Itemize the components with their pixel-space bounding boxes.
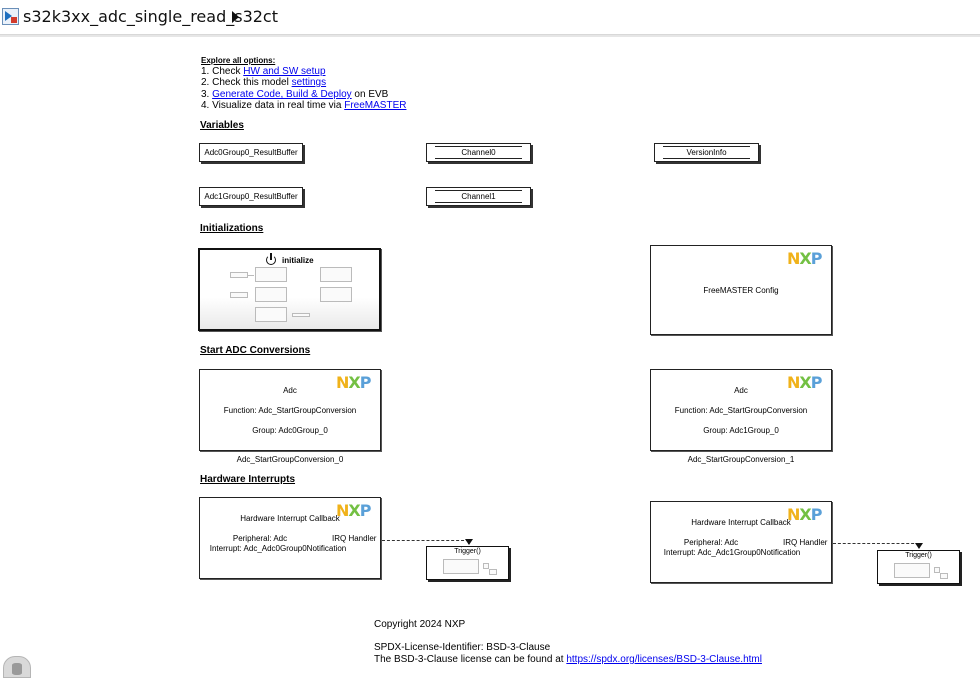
nxp-logo: NXP [787, 373, 822, 392]
trigger-label: Trigger() [454, 548, 481, 555]
power-icon-stem [270, 253, 272, 260]
copyright-text: Copyright 2024 NXP [374, 619, 466, 630]
adc-block-caption-1: Adc_StartGroupConversion_1 [687, 455, 795, 464]
triangle-right-icon[interactable] [232, 11, 239, 23]
irq-block-interrupt: Interrupt: Adc_Adc1Group0Notification [663, 548, 801, 557]
generate-code-link[interactable]: Generate Code, Build & Deploy [212, 89, 352, 100]
start-adc-heading: Start ADC Conversions [200, 345, 311, 356]
initialize-subsystem[interactable]: initialize [198, 248, 381, 331]
explore-line-1-text: 1. Check [201, 66, 244, 77]
adc-block-group: Group: Adc1Group_0 [703, 426, 779, 435]
hw-interrupt-callback-block-1[interactable]: NXP Hardware Interrupt Callback Peripher… [650, 501, 832, 583]
irq-block-peripheral: Peripheral: Adc [232, 534, 288, 543]
model-toolbar [0, 0, 980, 35]
explore-title: Explore all options: [201, 56, 276, 65]
channel0-block[interactable]: Channel0 [426, 143, 531, 162]
irq-handler-port[interactable]: IRQ Handler [783, 538, 828, 547]
explore-line-4: 4. Visualize data in real time via FreeM… [201, 100, 406, 112]
explore-line-2: 2. Check this model settings [201, 77, 326, 89]
explore-line-3-suffix: on EVB [351, 89, 389, 100]
simulink-model-icon [2, 8, 19, 25]
hw-sw-setup-link[interactable]: HW and SW setup [243, 66, 326, 77]
database-icon[interactable] [3, 656, 31, 678]
trigger-subsystem-0[interactable]: Trigger() [426, 546, 509, 580]
nxp-logo: NXP [336, 373, 371, 392]
freemaster-config-label: FreeMASTER Config [703, 286, 779, 295]
adc-block-title: Adc [734, 386, 748, 395]
spdx-text: SPDX-License-Identifier: BSD-3-Clause [374, 642, 551, 653]
adc0-result-buffer-block[interactable]: Adc0Group0_ResultBuffer [199, 143, 303, 162]
irq-block-title: Hardware Interrupt Callback [240, 514, 340, 523]
signal-arrow-icon [915, 543, 923, 549]
explore-line-3: 3. Generate Code, Build & Deploy on EVB [201, 89, 388, 101]
license-link[interactable]: https://spdx.org/licenses/BSD-3-Clause.h… [566, 654, 762, 665]
signal-arrow-icon [465, 539, 473, 545]
irq-signal-line-0[interactable] [382, 540, 469, 541]
model-title[interactable]: s32k3xx_adc_single_read_s32ct [23, 7, 278, 26]
irq-block-peripheral: Peripheral: Adc [683, 538, 739, 547]
hw-interrupt-callback-block-0[interactable]: NXP Hardware Interrupt Callback Peripher… [199, 497, 381, 579]
hw-interrupts-heading: Hardware Interrupts [200, 474, 296, 485]
power-icon [266, 255, 276, 265]
toolbar-divider [0, 35, 980, 37]
nxp-logo: NXP [787, 505, 822, 524]
adc-block-group: Group: Adc0Group_0 [252, 426, 328, 435]
adc-block-caption-0: Adc_StartGroupConversion_0 [236, 455, 344, 464]
explore-line-2-text: 2. Check this model [201, 77, 292, 88]
channel0-label: Channel0 [461, 148, 496, 157]
license-prefix: The BSD-3-Clause license can be found at [374, 654, 567, 665]
trigger-label: Trigger() [905, 552, 932, 559]
irq-block-title: Hardware Interrupt Callback [691, 518, 791, 527]
variables-heading: Variables [200, 120, 244, 131]
adc-block-title: Adc [283, 386, 297, 395]
trigger-subsystem-1[interactable]: Trigger() [877, 550, 960, 584]
license-line: The BSD-3-Clause license can be found at… [374, 654, 762, 666]
irq-signal-line-1[interactable] [833, 543, 919, 544]
nxp-logo: NXP [336, 501, 371, 520]
adc0-result-buffer-label: Adc0Group0_ResultBuffer [204, 148, 298, 157]
settings-link[interactable]: settings [291, 77, 327, 88]
version-info-label: VersionInfo [686, 148, 727, 157]
adc-start-conversion-block-0[interactable]: NXP Adc Function: Adc_StartGroupConversi… [199, 369, 381, 451]
explore-line-1: 1. Check HW and SW setup [201, 66, 326, 78]
explore-line-3-text: 3. [201, 89, 213, 100]
nxp-logo: NXP [787, 249, 822, 268]
channel1-block[interactable]: Channel1 [426, 187, 531, 206]
adc-block-function: Function: Adc_StartGroupConversion [223, 406, 357, 415]
irq-block-interrupt: Interrupt: Adc_Adc0Group0Notification [209, 544, 347, 553]
adc1-result-buffer-label: Adc1Group0_ResultBuffer [204, 192, 298, 201]
adc-start-conversion-block-1[interactable]: NXP Adc Function: Adc_StartGroupConversi… [650, 369, 832, 451]
initialize-label: initialize [282, 256, 314, 265]
channel1-label: Channel1 [461, 192, 496, 201]
freemaster-link[interactable]: FreeMASTER [344, 100, 407, 111]
adc1-result-buffer-block[interactable]: Adc1Group0_ResultBuffer [199, 187, 303, 206]
explore-line-4-text: 4. Visualize data in real time via [201, 100, 345, 111]
adc-block-function: Function: Adc_StartGroupConversion [674, 406, 808, 415]
version-info-block[interactable]: VersionInfo [654, 143, 759, 162]
freemaster-config-block[interactable]: NXP FreeMASTER Config [650, 245, 832, 335]
irq-handler-port[interactable]: IRQ Handler [332, 534, 377, 543]
initializations-heading: Initializations [200, 223, 264, 234]
